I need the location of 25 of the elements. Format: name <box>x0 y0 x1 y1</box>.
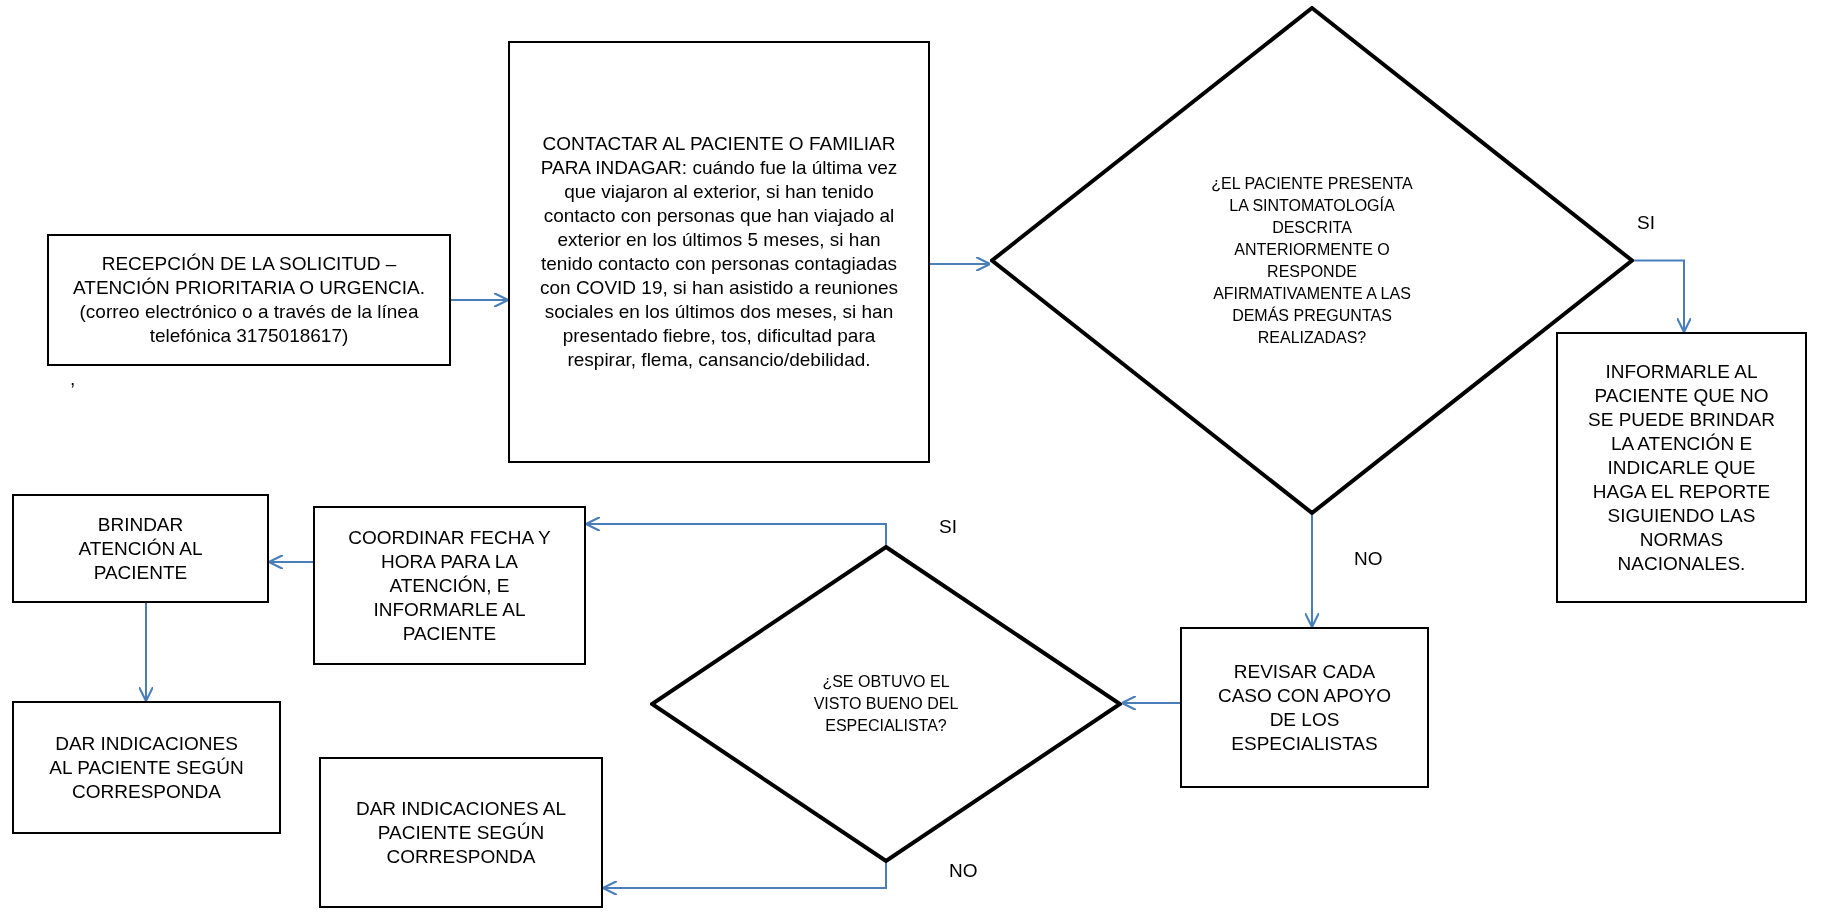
step-text: INFORMARLE AL PACIENTE QUE NO SE PUEDE BRINDAR LA ATENCIÓN E INDICARLE QUE HAGA EL REPORTE SIGUIENDO LAS NORMAS NACIONALES. <box>1587 359 1776 576</box>
step-text: BRINDAR ATENCIÓN AL PACIENTE <box>77 512 204 585</box>
step-text: REVISAR CADA CASO CON APOYO DE LOS ESPECIALISTAS <box>1216 659 1393 756</box>
process-box <box>12 701 281 834</box>
step-text: CONTACTAR AL PACIENTE O FAMILIAR PARA INDAGAR: cuándo fue la última vez que viajaron al exterior, si han tenido contacto con personas que han viajado al exterior en los últimos 5 meses, si han tenido contacto con personas contagiadas con COVID 19, si han asistido a reuniones sociales en los últimos dos meses, si han presentado fiebre, tos, dificultad para respirar, flema, cansancio/debilidad. <box>539 132 899 372</box>
arrow <box>929 255 992 273</box>
process-box <box>47 234 451 366</box>
question-text: ¿SE OBTUVO EL VISTO BUENO DEL ESPECIALISTA? <box>812 672 960 736</box>
process-box <box>12 494 269 603</box>
arrow <box>137 602 155 703</box>
arrow <box>1120 694 1181 712</box>
process-box <box>313 506 586 665</box>
process-box <box>1556 332 1807 603</box>
step-text: DAR INDICACIONES AL PACIENTE SEGÚN CORRESPONDA <box>48 731 245 804</box>
process-box <box>319 757 603 908</box>
arrow <box>450 291 510 309</box>
question-text: ¿EL PACIENTE PRESENTA LA SINTOMATOLOGÍA DESCRITA ANTERIORMENTE O RESPONDE AFIRMATIVAMENTE A LAS DEMÁS PREGUNTAS REALIZADAS? <box>1210 173 1414 348</box>
process-box <box>508 41 930 463</box>
process-box <box>1180 627 1429 788</box>
arrow <box>1303 514 1321 629</box>
arrow <box>1633 259 1693 334</box>
step-text: DAR INDICACIONES AL PACIENTE SEGÚN CORRESPONDA <box>355 796 567 869</box>
step-text: RECEPCIÓN DE LA SOLICITUD – ATENCIÓN PRIORITARIA O URGENCIA. (correo electrónico o a través de la línea telefónica 3175018617) <box>72 252 426 348</box>
stray-mark: , <box>70 368 76 390</box>
step-text: COORDINAR FECHA Y HORA PARA LA ATENCIÓN, E INFORMARLE AL PACIENTE <box>347 525 552 646</box>
